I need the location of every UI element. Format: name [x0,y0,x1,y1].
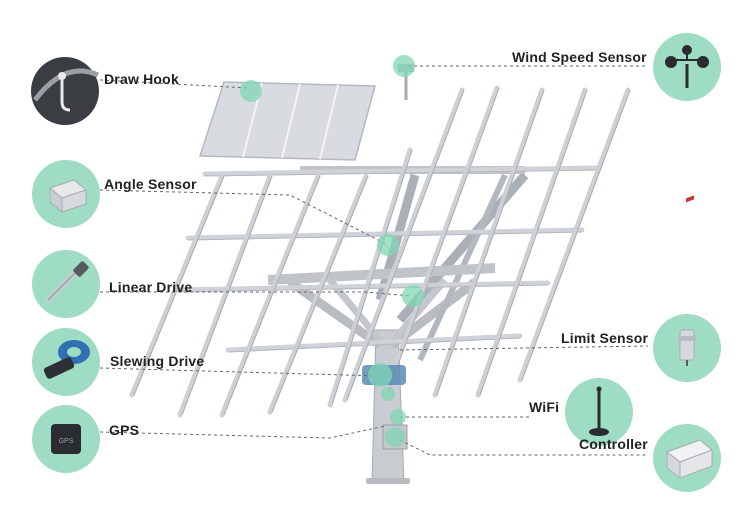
label-gps: GPS [109,422,140,438]
leader-lines [99,65,649,456]
marker-limit-sensor [381,387,395,401]
marker-draw-hook [240,80,262,102]
marker-linear-drive [402,285,424,307]
badge-wifi [565,378,633,446]
marker-wifi [390,409,406,425]
label-limit-sensor: Limit Sensor [561,330,649,346]
badge-linear-drive [32,250,100,318]
marker-wind-sensor [393,55,415,77]
gps-icon: GPS [51,424,81,454]
badge-controller [653,195,721,492]
solar-panel [198,81,376,161]
label-slewing-drive: Slewing Drive [110,353,205,369]
badge-wind-sensor [653,33,721,101]
marker-controller [385,427,405,447]
gps-icon-text: GPS [59,438,74,445]
badge-slewing-drive [32,328,100,396]
hook-icon [58,72,71,112]
controller-box-icon [665,195,713,480]
badge-limit-sensor [653,314,721,382]
label-angle-sensor: Angle Sensor [104,176,197,192]
badge-draw-hook [31,57,100,125]
label-controller: Controller [579,436,648,452]
label-draw-hook: Draw Hook [104,71,179,87]
slewing-drive-icon [43,340,90,379]
solar-tracker-structure [129,64,631,484]
limit-sensor-icon [678,329,696,366]
marker-angle-sensor [377,234,399,256]
label-wind-sensor: Wind Speed Sensor [512,49,647,65]
linear-drive-icon [45,261,89,303]
label-linear-drive: Linear Drive [109,279,193,295]
wifi-antenna-icon [589,386,609,436]
anemometer-icon [665,45,709,88]
marker-slewing-drive [368,363,392,387]
badge-gps: GPS [32,405,100,473]
badge-angle-sensor [32,160,100,228]
component-markers [240,55,424,447]
angle-sensor-icon [48,179,88,214]
label-wifi: WiFi [529,399,560,415]
